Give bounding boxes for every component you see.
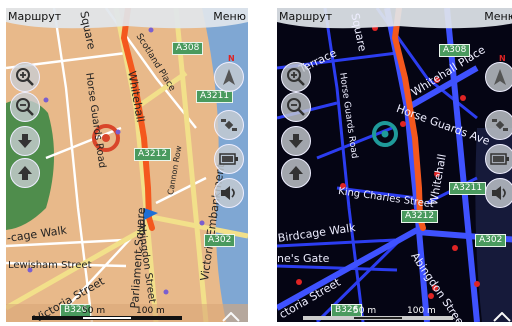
route-softkey[interactable]: Маршрут (8, 10, 62, 23)
top-bar: Маршрут Меню (6, 8, 248, 30)
zoom-out-icon (287, 98, 305, 116)
sound-button[interactable] (214, 178, 244, 208)
compass-button[interactable] (214, 62, 244, 92)
arrow-up-icon (289, 166, 303, 180)
speaker-icon (221, 186, 235, 200)
satellite-icon (221, 119, 237, 131)
road-shield: A308 (172, 42, 204, 55)
gps-status-button[interactable] (214, 110, 244, 140)
satellite-icon (492, 119, 508, 131)
speaker-icon (492, 186, 506, 200)
route-line (120, 8, 155, 231)
zoom-in-button[interactable] (10, 62, 40, 92)
road-shield: A3212 (134, 148, 172, 161)
tilt-down-button[interactable] (281, 126, 311, 156)
zoom-out-icon (16, 98, 34, 116)
arrow-down-icon (289, 134, 303, 148)
road-shield: A3212 (401, 210, 439, 223)
compass-icon (494, 69, 506, 85)
top-bar: Маршрут Меню (277, 8, 512, 30)
zoom-in-button[interactable] (281, 62, 311, 92)
scale-label-100: 100 m (407, 306, 436, 316)
street-label: ne's Gate (277, 252, 330, 265)
sound-button[interactable] (485, 178, 512, 208)
road-shield: A302 (475, 234, 507, 247)
battery-icon (490, 153, 509, 165)
road-shield: A3211 (196, 90, 234, 103)
battery-button[interactable] (214, 144, 244, 174)
scale-bar: 50 m 100 m (303, 306, 453, 320)
scale-label-50: 50 m (353, 306, 377, 316)
tilt-up-button[interactable] (281, 158, 311, 188)
arrow-down-icon (18, 134, 32, 148)
zoom-in-icon (287, 68, 305, 86)
expand-panel-icon[interactable] (493, 312, 511, 322)
arrow-up-icon (18, 166, 32, 180)
road-shield: A302 (204, 234, 236, 247)
scale-label-50: 50 m (82, 306, 106, 316)
menu-softkey[interactable]: Меню (484, 10, 512, 23)
finish-flag-icon (143, 208, 158, 233)
compass-north-label: N (499, 54, 506, 63)
menu-softkey[interactable]: Меню (213, 10, 246, 23)
compass-button[interactable] (485, 62, 512, 92)
scale-label-100: 100 m (136, 306, 165, 316)
night-map-screen: Маршрут Меню Terrace Square Whitehall Pl… (277, 8, 512, 322)
battery-button[interactable] (485, 144, 512, 174)
zoom-out-button[interactable] (281, 92, 311, 122)
road-shield: A308 (439, 44, 471, 57)
compass-icon (223, 69, 235, 85)
tilt-down-button[interactable] (10, 126, 40, 156)
destination-marker (92, 124, 120, 152)
scale-bar: 50 m 100 m (32, 306, 182, 320)
road-shield: A3211 (449, 182, 487, 195)
expand-panel-icon[interactable] (222, 312, 240, 322)
tilt-up-button[interactable] (10, 158, 40, 188)
zoom-in-icon (16, 68, 34, 86)
gps-status-button[interactable] (485, 110, 512, 140)
zoom-out-button[interactable] (10, 92, 40, 122)
destination-marker (372, 121, 398, 147)
street-label: Lewisham Street (8, 260, 92, 271)
route-softkey[interactable]: Маршрут (279, 10, 333, 23)
battery-icon (219, 153, 238, 165)
day-map-screen: Маршрут Меню Square Scotland Place Horse… (6, 8, 248, 322)
compass-north-label: N (228, 54, 235, 63)
